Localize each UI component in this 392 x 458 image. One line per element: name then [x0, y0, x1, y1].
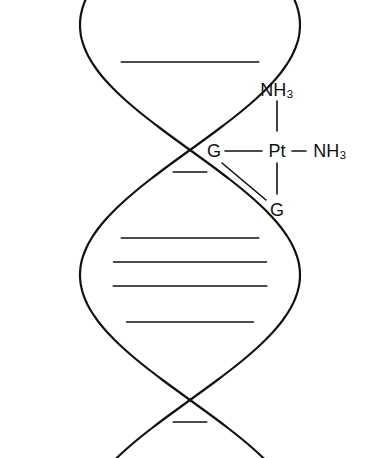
base-pair: [173, 421, 207, 423]
bond-line: [222, 163, 266, 200]
ammine-label: NH₃: [260, 81, 293, 99]
base-pair: [113, 285, 267, 287]
bond-line: [292, 150, 306, 152]
base-pair: [114, 261, 267, 263]
bond-line: [225, 150, 262, 152]
bond-line: [276, 101, 278, 131]
ammine-label: NH₃: [313, 142, 346, 160]
guanine-label: G: [270, 201, 284, 219]
dna-strand: [80, 0, 300, 458]
platinum-label: Pt: [268, 142, 285, 160]
guanine-label: G: [207, 142, 221, 160]
bond-line: [276, 163, 278, 194]
base-pair: [127, 321, 254, 323]
base-pair: [121, 237, 258, 239]
dna-strand: [80, 0, 300, 458]
base-pair: [121, 61, 258, 63]
base-pair: [173, 171, 207, 173]
